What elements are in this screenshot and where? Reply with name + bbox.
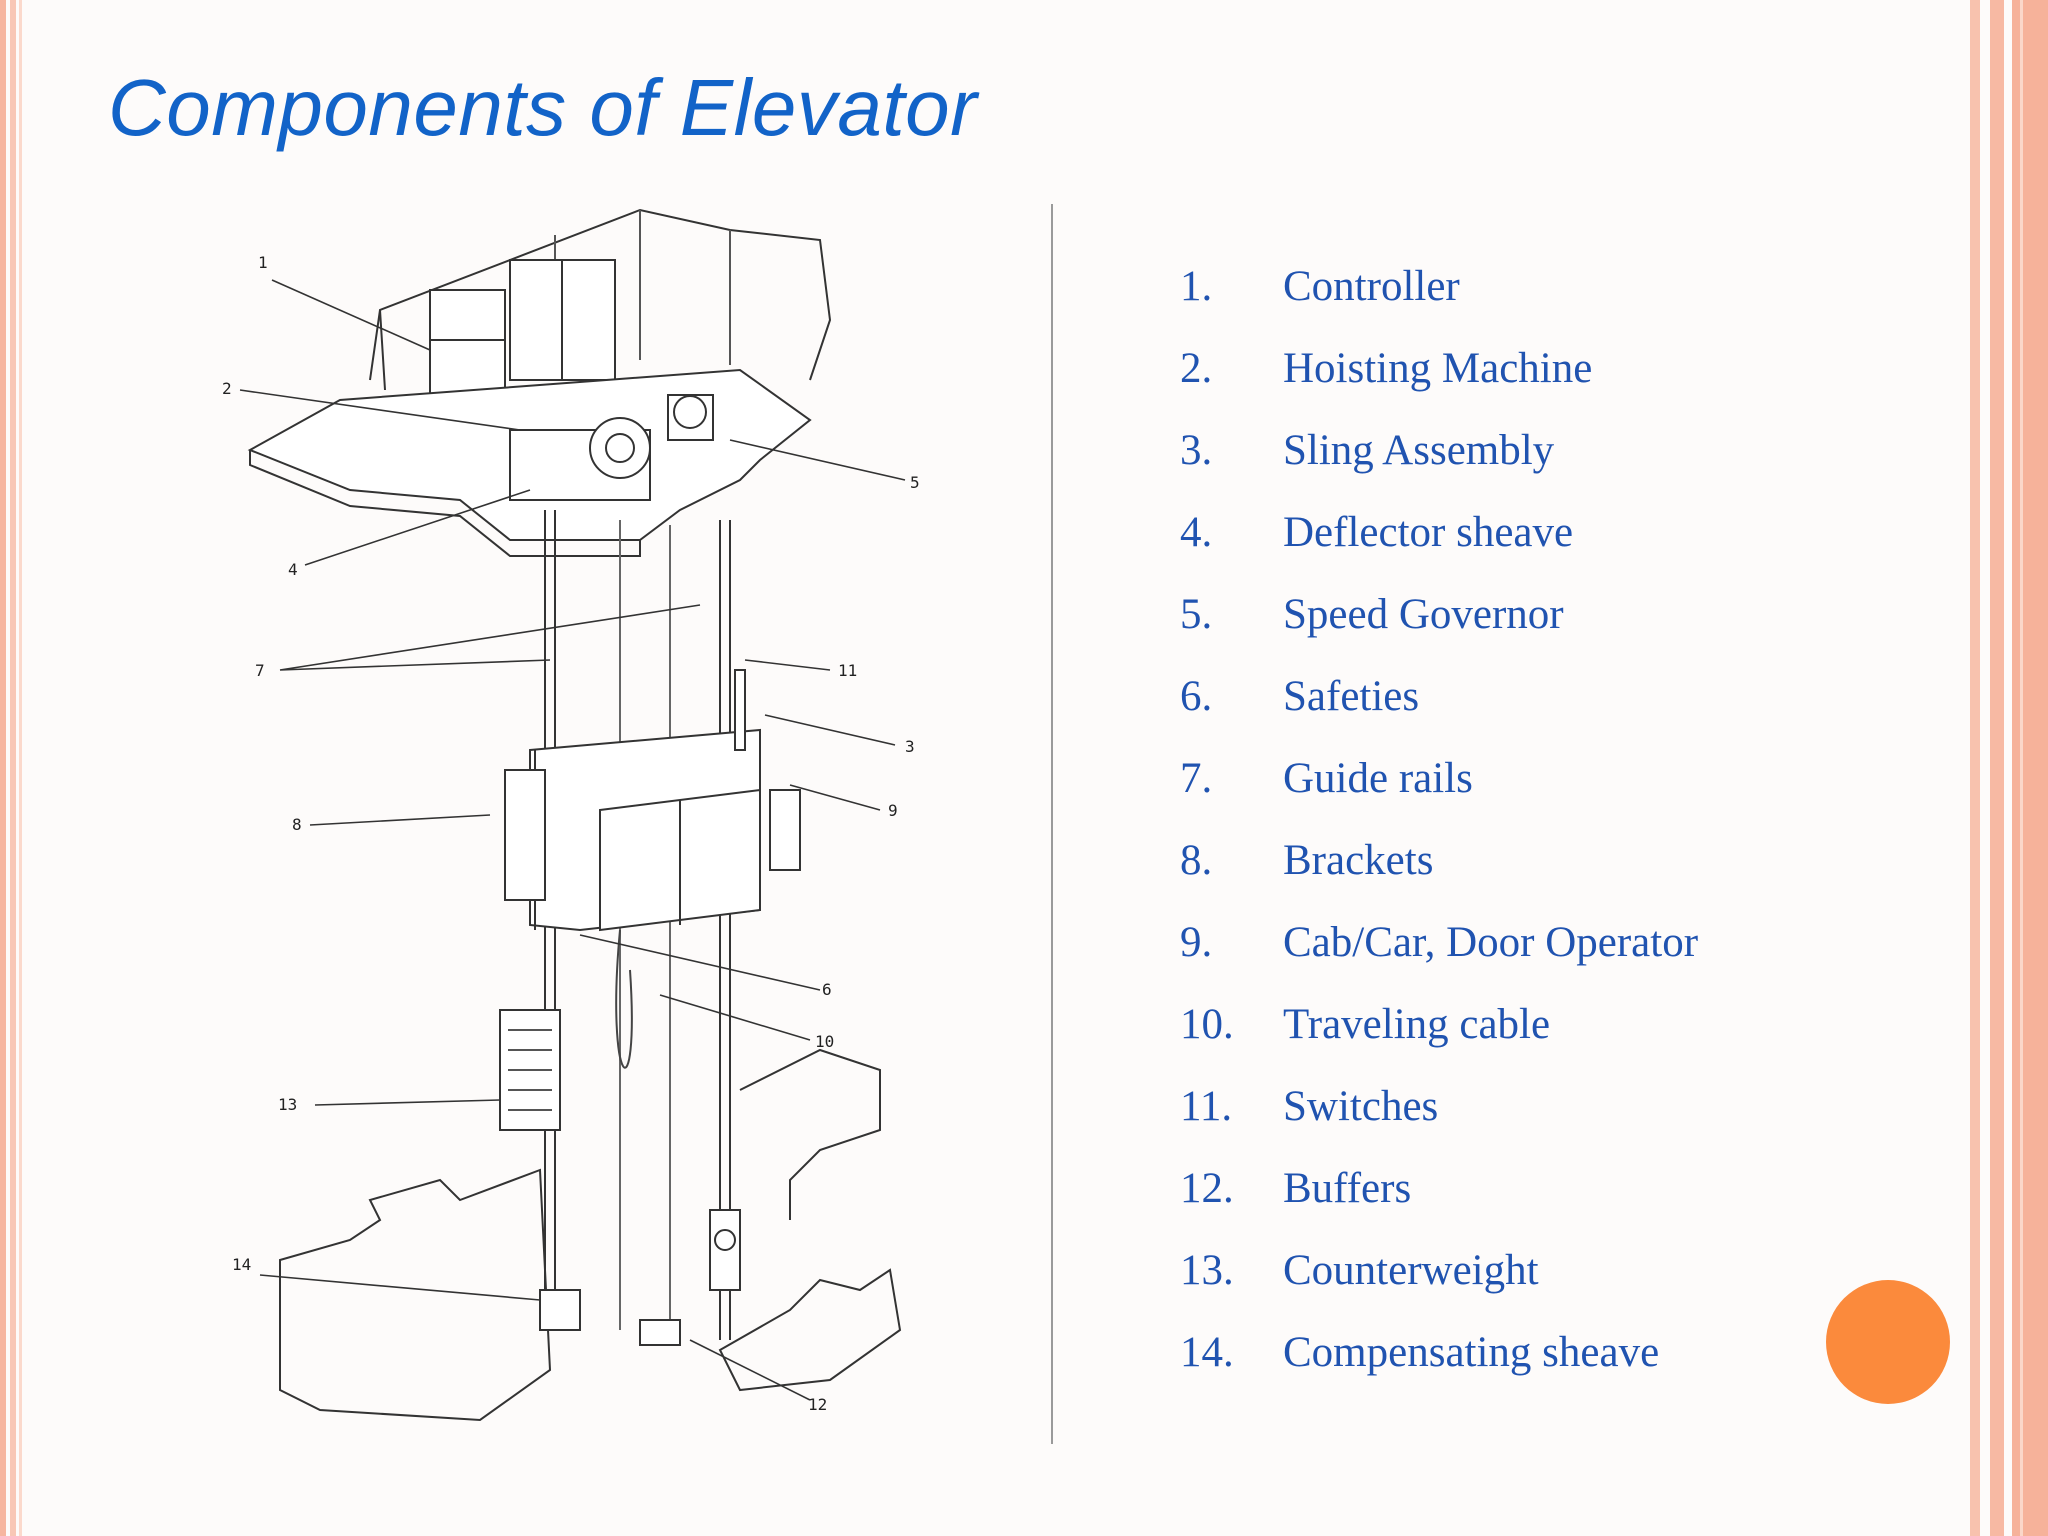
list-item: 6. Safeties — [1180, 672, 1698, 754]
item-number: 6. — [1180, 673, 1213, 720]
list-item: 1. Controller — [1180, 262, 1698, 344]
slide-title: Components of Elevator — [108, 63, 978, 152]
item-label: Cab/Car, Door Operator — [1283, 919, 1699, 966]
list-item: 8. Brackets — [1180, 836, 1698, 918]
components-list: 1. Controller 2. Hoisting Machine 3. Sling … — [1180, 262, 1698, 1410]
item-number: 5. — [1180, 591, 1213, 638]
callout-9: 9 — [888, 801, 898, 820]
elevator-pit — [279, 1168, 552, 1422]
list-item: 7. Guide rails — [1180, 754, 1698, 836]
callout-13: 13 — [278, 1095, 297, 1114]
item-label: Controller — [1283, 263, 1460, 310]
item-label: Deflector sheave — [1283, 509, 1574, 556]
callout-12: 12 — [808, 1395, 827, 1414]
item-label: Brackets — [1283, 837, 1434, 884]
callout-7: 7 — [255, 661, 265, 680]
car-door-operator — [769, 789, 801, 871]
callout-11: 11 — [838, 661, 857, 680]
item-number: 3. — [1180, 427, 1213, 474]
item-number: 1. — [1180, 263, 1213, 310]
guide-rail-right — [719, 520, 731, 1340]
list-item: 13. Counterweight — [1180, 1246, 1698, 1328]
callout-10: 10 — [815, 1032, 834, 1051]
right-frame-border — [1970, 0, 2048, 1536]
item-label: Hoisting Machine — [1283, 345, 1593, 392]
list-item: 14. Compensating sheave — [1180, 1328, 1698, 1410]
elevator-diagram: 1 2 3 4 5 6 7 8 9 10 11 12 13 14 — [222, 208, 920, 1422]
item-number: 4. — [1180, 509, 1213, 556]
callout-4: 4 — [288, 560, 298, 579]
list-item: 4. Deflector sheave — [1180, 508, 1698, 590]
callout-2: 2 — [222, 379, 232, 398]
callout-1: 1 — [258, 253, 268, 272]
left-frame-border — [0, 0, 26, 1536]
item-label: Counterweight — [1283, 1247, 1539, 1294]
controller-cabinet — [429, 289, 506, 396]
item-number: 2. — [1180, 345, 1213, 392]
decorative-circle — [1826, 1280, 1950, 1404]
car-bracket — [504, 769, 546, 901]
list-item: 9. Cab/Car, Door Operator — [1180, 918, 1698, 1000]
item-label: Sling Assembly — [1283, 427, 1555, 474]
item-label: Safeties — [1283, 673, 1420, 720]
callout-14: 14 — [232, 1255, 251, 1274]
item-number: 11. — [1180, 1083, 1233, 1130]
list-item: 5. Speed Governor — [1180, 590, 1698, 672]
item-number: 7. — [1180, 755, 1213, 802]
list-item: 11. Switches — [1180, 1082, 1698, 1164]
item-number: 8. — [1180, 837, 1213, 884]
item-label: Traveling cable — [1283, 1001, 1551, 1048]
list-item: 3. Sling Assembly — [1180, 426, 1698, 508]
traveling-cable — [615, 929, 633, 1069]
list-item: 12. Buffers — [1180, 1164, 1698, 1246]
buffer — [639, 1319, 681, 1346]
callout-3: 3 — [905, 737, 915, 756]
item-number: 13. — [1180, 1247, 1234, 1294]
vertical-divider — [1051, 204, 1053, 1444]
item-label: Buffers — [1283, 1165, 1412, 1212]
callout-8: 8 — [292, 815, 302, 834]
item-number: 10. — [1180, 1001, 1234, 1048]
item-number: 9. — [1180, 919, 1213, 966]
limit-switch — [734, 669, 746, 751]
callout-5: 5 — [910, 473, 920, 492]
item-label: Compensating sheave — [1283, 1329, 1660, 1376]
item-label: Switches — [1283, 1083, 1439, 1130]
compensating-sheave — [539, 1289, 581, 1331]
callout-6: 6 — [822, 980, 832, 999]
list-item: 10. Traveling cable — [1180, 1000, 1698, 1082]
item-label: Speed Governor — [1283, 591, 1564, 638]
item-number: 14. — [1180, 1329, 1234, 1376]
item-label: Guide rails — [1283, 755, 1473, 802]
item-number: 12. — [1180, 1165, 1234, 1212]
list-item: 2. Hoisting Machine — [1180, 344, 1698, 426]
